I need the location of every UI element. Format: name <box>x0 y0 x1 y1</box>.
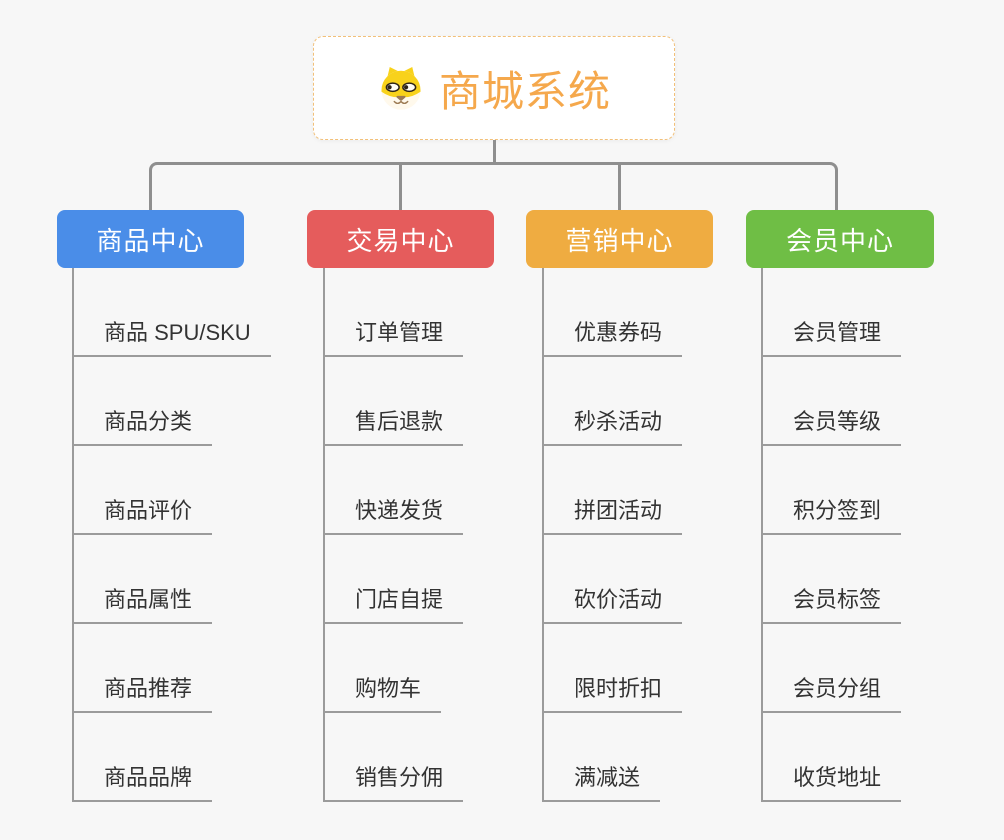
leaf-topic[interactable]: 购物车 <box>323 673 442 713</box>
leaf-topic[interactable]: 限时折扣 <box>542 673 683 713</box>
leaf-label: 会员管理 <box>793 320 882 345</box>
leaf-label: 会员分组 <box>793 676 882 701</box>
leaf-label: 砍价活动 <box>574 587 663 612</box>
leaf-topic[interactable]: 售后退款 <box>323 406 464 446</box>
root-title: 商城系统 <box>438 67 611 115</box>
leaf-topic[interactable]: 销售分佣 <box>323 762 464 802</box>
leaf-label: 订单管理 <box>355 320 444 345</box>
connector-left-corner <box>149 162 259 210</box>
branch-label: 营销中心 <box>565 225 674 256</box>
branch-label: 商品中心 <box>96 225 205 256</box>
branch-label: 交易中心 <box>346 225 455 256</box>
leaf-topic[interactable]: 门店自提 <box>323 584 464 624</box>
leaf-topic[interactable]: 商品分类 <box>72 406 213 446</box>
branch-trunk-member <box>761 268 763 802</box>
leaf-label: 售后退款 <box>355 409 444 434</box>
branch-marketing-center[interactable]: 营销中心 <box>526 210 713 268</box>
leaf-topic[interactable]: 会员标签 <box>761 584 902 624</box>
connector-drop-trade <box>399 162 402 210</box>
leaf-label: 商品评价 <box>104 498 193 523</box>
branch-product-center[interactable]: 商品中心 <box>57 210 244 268</box>
root-node[interactable]: 商城系统 <box>313 36 675 140</box>
leaf-label: 商品推荐 <box>104 676 193 701</box>
leaf-topic[interactable]: 商品属性 <box>72 584 213 624</box>
connector-horizontal <box>257 162 731 165</box>
branch-label: 会员中心 <box>785 225 894 256</box>
leaf-topic[interactable]: 订单管理 <box>323 317 464 357</box>
leaf-topic[interactable]: 会员等级 <box>761 406 902 446</box>
leaf-label: 快递发货 <box>355 498 444 523</box>
leaf-label: 购物车 <box>355 676 422 701</box>
leaf-label: 满减送 <box>574 765 641 790</box>
branch-trunk-trade <box>323 268 325 802</box>
leaf-topic[interactable]: 会员管理 <box>761 317 902 357</box>
branch-member-center[interactable]: 会员中心 <box>746 210 934 268</box>
leaf-label: 销售分佣 <box>355 765 444 790</box>
leaf-topic[interactable]: 优惠券码 <box>542 317 683 357</box>
leaf-label: 门店自提 <box>355 587 444 612</box>
leaf-topic[interactable]: 商品品牌 <box>72 762 213 802</box>
leaf-label: 商品品牌 <box>104 765 193 790</box>
leaf-topic[interactable]: 满减送 <box>542 762 661 802</box>
leaf-label: 商品分类 <box>104 409 193 434</box>
leaf-topic[interactable]: 会员分组 <box>761 673 902 713</box>
connector-right-corner <box>728 162 838 210</box>
leaf-topic[interactable]: 快递发货 <box>323 495 464 535</box>
leaf-label: 优惠券码 <box>574 320 663 345</box>
leaf-label: 秒杀活动 <box>574 409 663 434</box>
leaf-label: 会员等级 <box>793 409 882 434</box>
leaf-label: 商品 SPU/SKU <box>104 320 251 345</box>
leaf-label: 拼团活动 <box>574 498 663 523</box>
leaf-topic[interactable]: 收货地址 <box>761 762 902 802</box>
leaf-label: 限时折扣 <box>574 676 663 701</box>
shiba-dog-icon <box>377 64 425 112</box>
connector-drop-marketing <box>618 162 621 210</box>
leaf-label: 积分签到 <box>793 498 882 523</box>
leaf-topic[interactable]: 商品推荐 <box>72 673 213 713</box>
leaf-label: 会员标签 <box>793 587 882 612</box>
connector-root-stem <box>493 140 496 165</box>
leaf-topic[interactable]: 积分签到 <box>761 495 902 535</box>
branch-trade-center[interactable]: 交易中心 <box>307 210 494 268</box>
leaf-topic[interactable]: 拼团活动 <box>542 495 683 535</box>
branch-trunk-product <box>72 268 74 802</box>
leaf-topic[interactable]: 商品 SPU/SKU <box>72 317 271 357</box>
leaf-topic[interactable]: 商品评价 <box>72 495 213 535</box>
leaf-label: 收货地址 <box>793 765 882 790</box>
leaf-label: 商品属性 <box>104 587 193 612</box>
leaf-topic[interactable]: 砍价活动 <box>542 584 683 624</box>
branch-trunk-marketing <box>542 268 544 802</box>
leaf-topic[interactable]: 秒杀活动 <box>542 406 683 446</box>
